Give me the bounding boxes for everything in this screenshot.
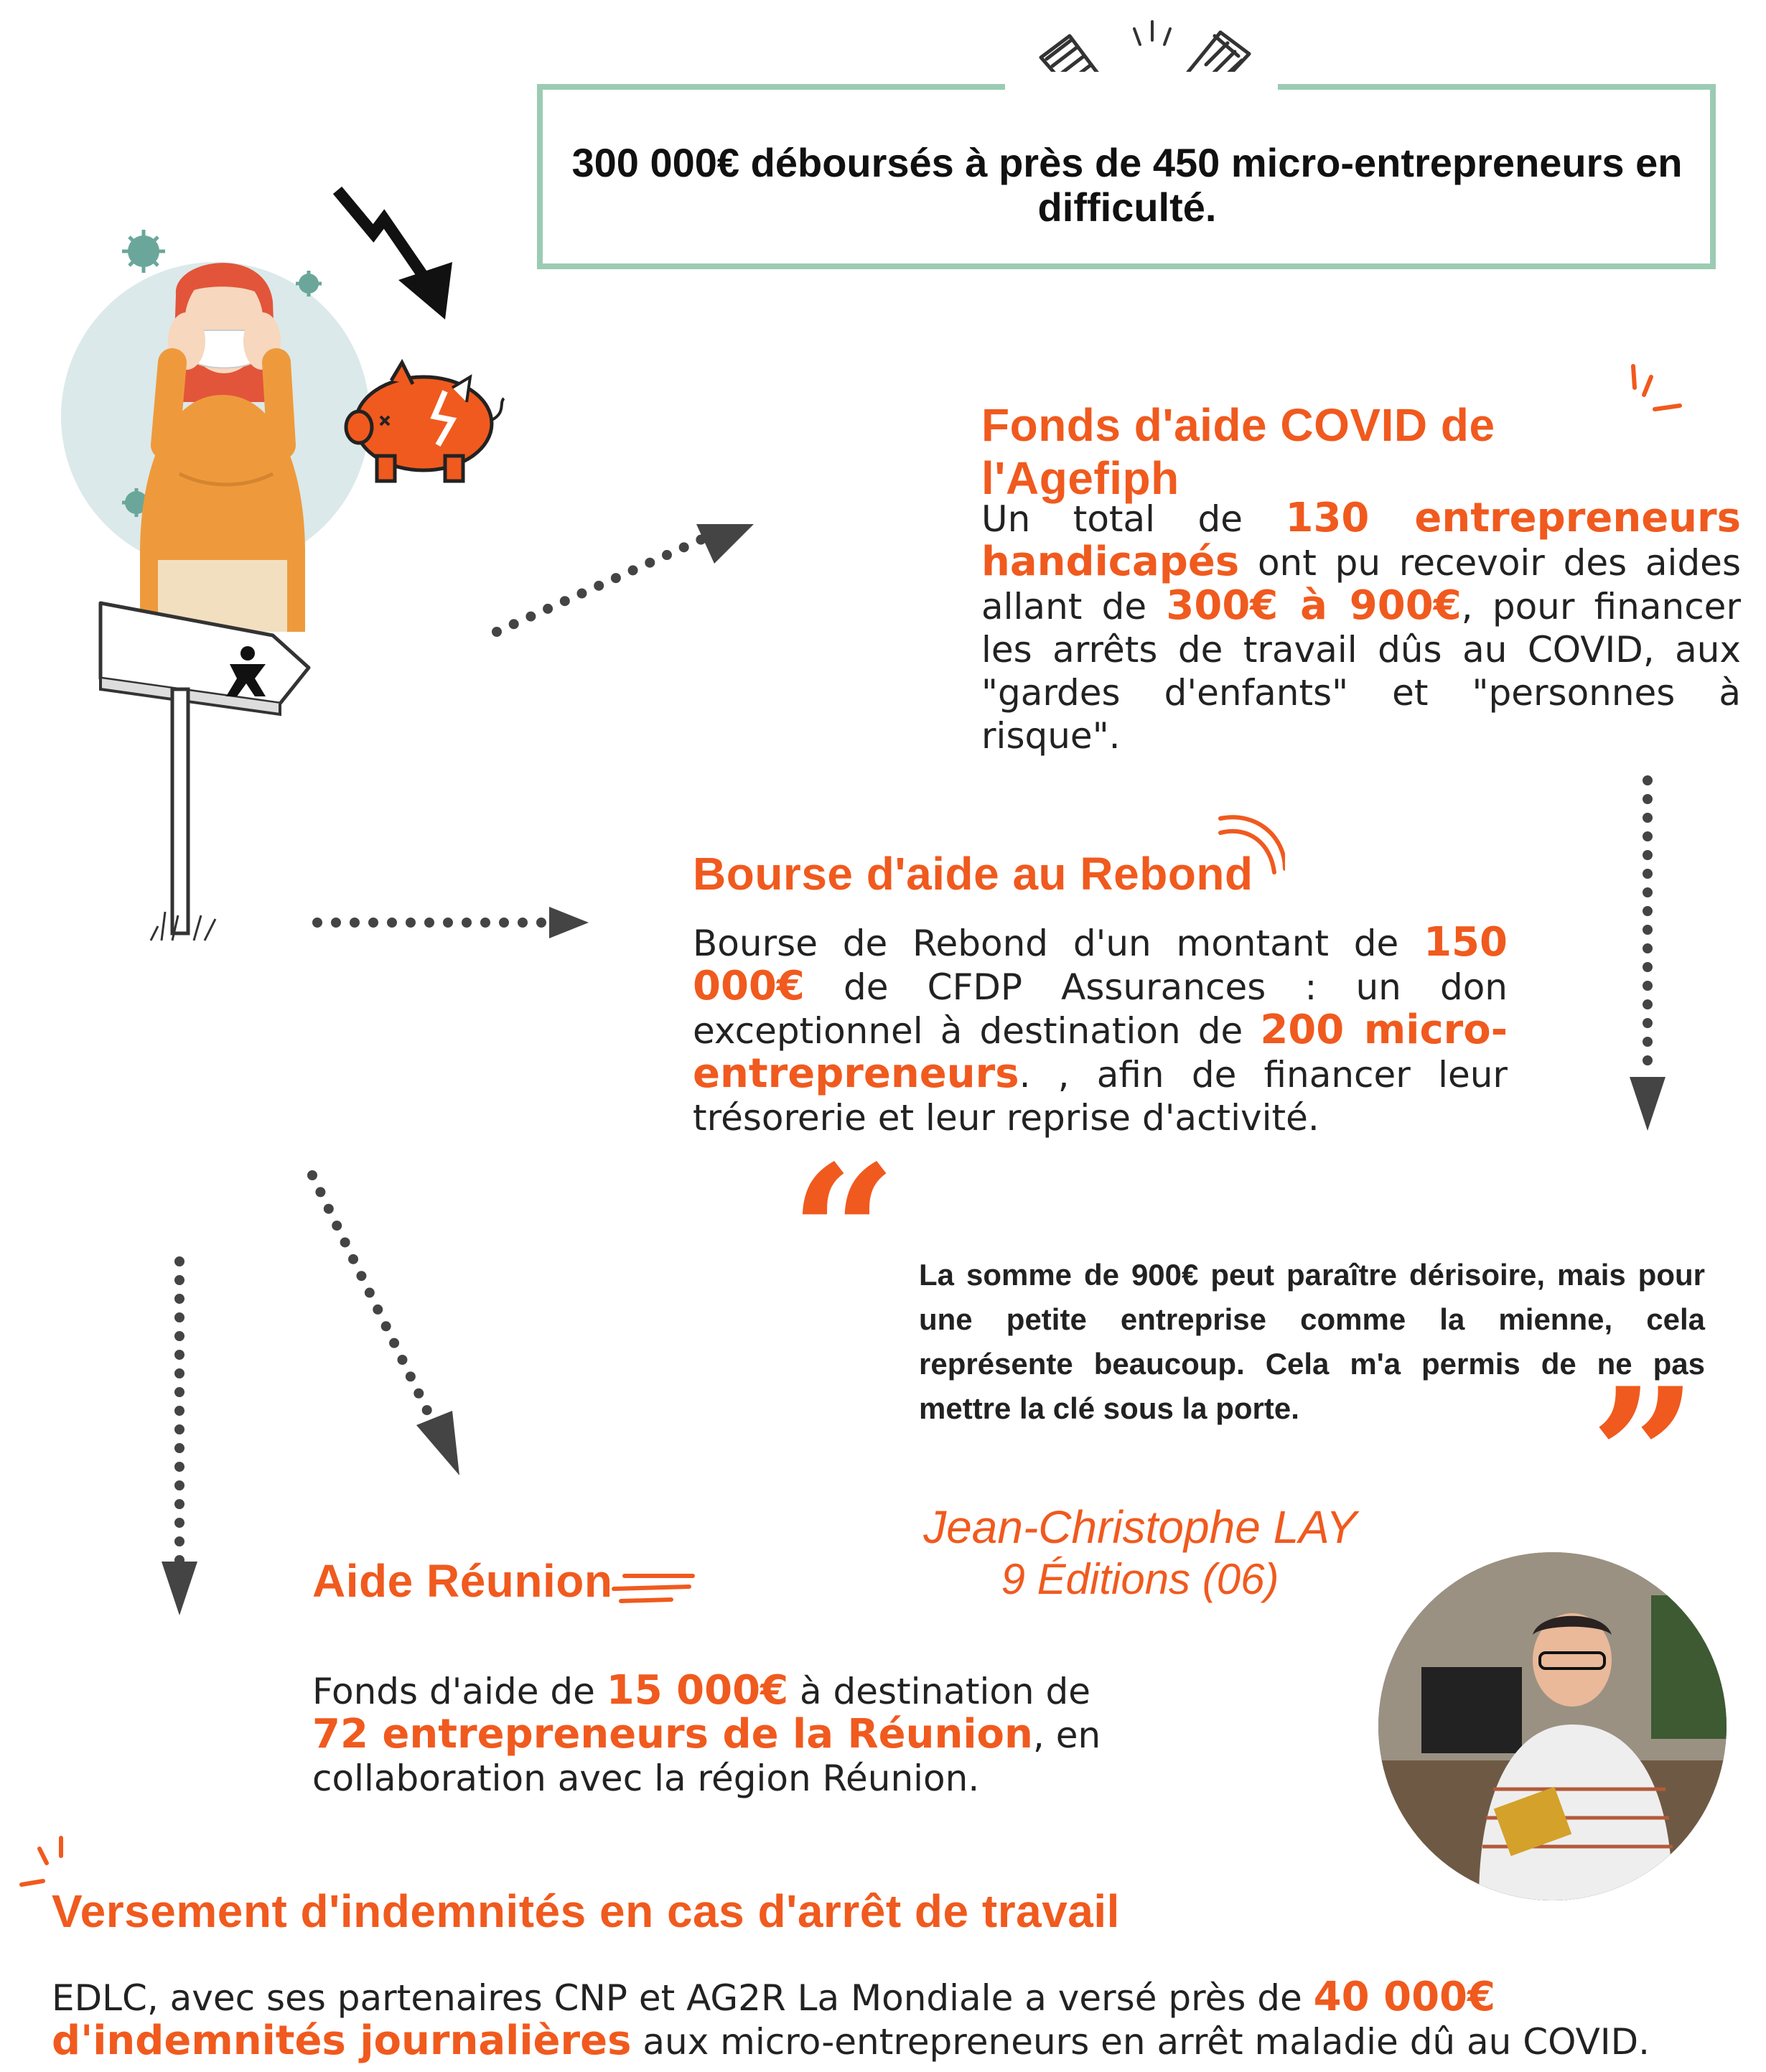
rebond-highlight-count: 200 micro-entrepreneurs xyxy=(693,1007,1508,1097)
agefiph-title: Fonds d'aide COVID de l'Agefiph xyxy=(981,399,1495,504)
reunion-body: Fonds d'aide de 15 000€ à destination de… xyxy=(312,1667,1101,1800)
dotted-arrow-rebond xyxy=(312,907,589,938)
indemnites-highlight-amount: 40 000€ d'indemnités journalières xyxy=(52,1974,1495,2064)
quote-close-icon: ” xyxy=(1590,1348,1698,1567)
dotted-arrow-down-right xyxy=(1630,775,1665,1131)
agefiph-body: Un total de 130 entrepreneurs handicapés… xyxy=(981,495,1742,757)
sparkle-indemnites-icon xyxy=(19,1836,63,1887)
signpost-icon xyxy=(98,601,311,941)
quote-author: Jean-Christophe LAY xyxy=(923,1501,1357,1553)
quote-open-icon: “ xyxy=(790,1125,897,1344)
indemnites-title: Versement d'indemnités en cas d'arrêt de… xyxy=(52,1885,1120,1937)
rebond-body: Bourse de Rebond d'un montant de 150 000… xyxy=(693,919,1508,1139)
quote-text: La somme de 900€ peut paraître dérisoire… xyxy=(919,1258,1705,1425)
quote-organization: 9 Éditions (06) xyxy=(1001,1555,1279,1603)
dotted-arrow-diagonal xyxy=(307,1170,459,1475)
dotted-arrow-down-left xyxy=(162,1256,197,1615)
sparkle-agefiph-icon xyxy=(1631,364,1682,411)
reunion-highlight-count: 72 entrepreneurs de la Réunion xyxy=(312,1711,1033,1758)
indemnites-body: EDLC, avec ses partenaires CNP et AG2R L… xyxy=(52,1974,1650,2064)
arc-rebond-icon xyxy=(1218,815,1285,874)
rebond-highlight-amount: 150 000€ xyxy=(693,919,1508,1009)
author-photo xyxy=(1378,1552,1727,1900)
lines-reunion-icon xyxy=(612,1574,695,1603)
lightning-arrow-icon xyxy=(332,186,452,319)
woman-mask-illustration xyxy=(61,230,370,632)
summary-text: 300 000€ déboursés à près de 450 micro-e… xyxy=(571,140,1683,230)
rebond-title: Bourse d'aide au Rebond xyxy=(693,848,1253,900)
broken-piggy-bank-icon xyxy=(344,359,505,483)
box-gap xyxy=(1005,72,1278,101)
reunion-title: Aide Réunion xyxy=(312,1555,613,1607)
dotted-arrow-agefiph xyxy=(492,524,754,637)
agefiph-highlight-count: 130 entrepreneurs handicapés xyxy=(981,495,1741,585)
reunion-highlight-amount: 15 000€ xyxy=(606,1667,789,1714)
agefiph-highlight-amount: 300€ à 900€ xyxy=(1166,582,1462,629)
